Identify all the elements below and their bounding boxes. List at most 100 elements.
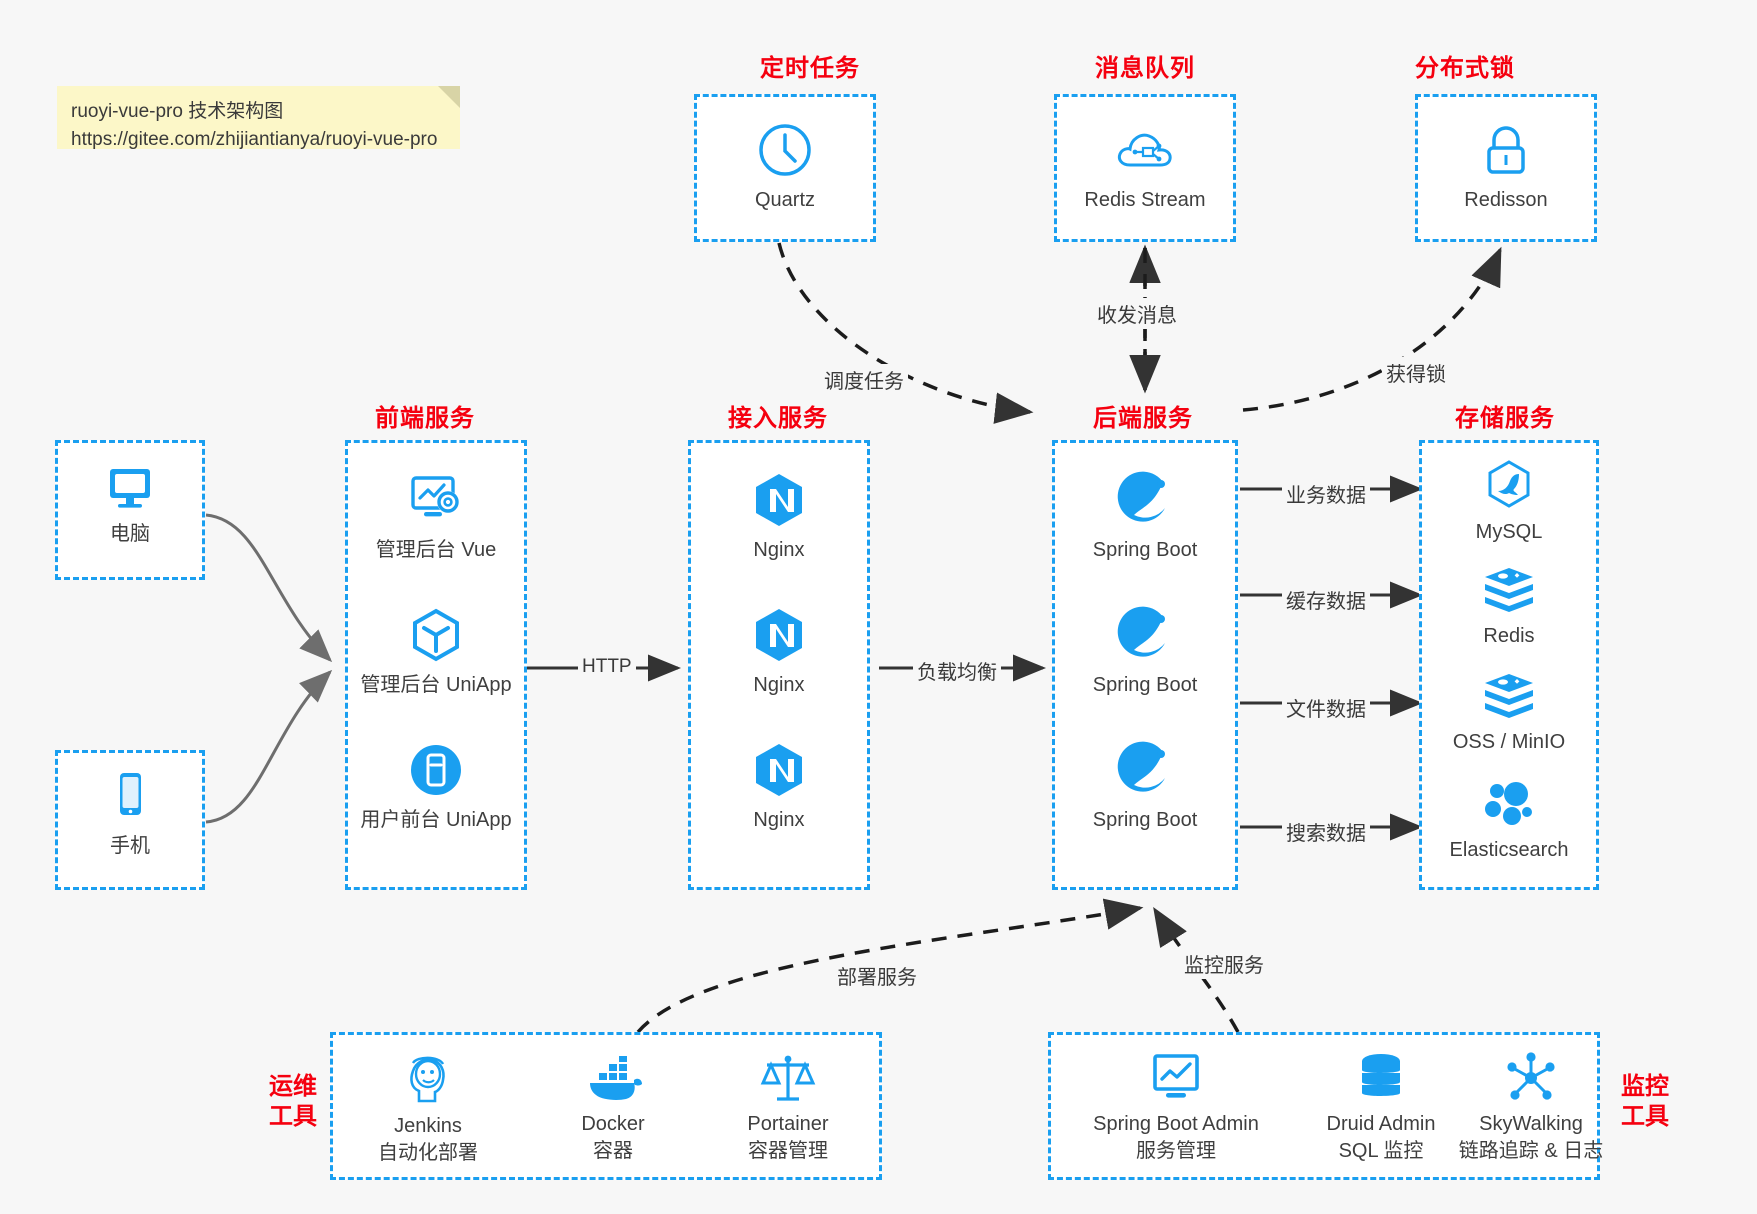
group-title-scheduled-task: 定时任务	[760, 55, 860, 82]
node-label: Redis Stream	[1084, 189, 1206, 211]
edge-label-monitor-service: 监控服务	[1180, 948, 1268, 979]
spring-boot-icon	[1117, 606, 1165, 657]
skywalking-icon	[1507, 1052, 1555, 1100]
group-box-storage: MySQL Redis OSS / MinIO	[1419, 440, 1599, 890]
node-label: Druid Admin	[1326, 1113, 1436, 1135]
group-box-monitoring: Spring Boot Admin 服务管理 Druid Admin SQL 监…	[1048, 1032, 1603, 1180]
node-redis-stream[interactable]: Redis Stream	[1057, 121, 1233, 213]
note-fold-corner	[438, 86, 460, 108]
devops-title-line1: 运维	[269, 1073, 317, 1100]
node-label: Spring Boot	[1092, 539, 1198, 561]
node-desktop[interactable]: 电脑	[58, 461, 202, 547]
edge-label-file-data: 文件数据	[1282, 692, 1370, 723]
node-spring-boot-2[interactable]: Spring Boot	[1055, 606, 1235, 698]
node-label: 管理后台 Vue	[375, 539, 497, 561]
node-sublabel: 自动化部署	[378, 1142, 478, 1164]
note-url: https://gitee.com/zhijiantianya/ruoyi-vu…	[71, 128, 438, 150]
edge-label-acquire-lock: 获得锁	[1382, 357, 1450, 388]
group-title-message-queue: 消息队列	[1095, 55, 1195, 82]
desktop-icon	[110, 469, 150, 508]
portainer-icon	[760, 1055, 816, 1101]
node-label: Redis	[1483, 625, 1535, 647]
redis-icon	[1485, 568, 1533, 612]
nginx-icon	[756, 609, 802, 661]
dashboard-gear-icon	[411, 476, 459, 517]
group-title-distributed-lock: 分布式锁	[1415, 55, 1515, 82]
node-redisson[interactable]: Redisson	[1418, 121, 1594, 213]
node-label: Spring Boot	[1092, 674, 1198, 696]
node-label: OSS / MinIO	[1452, 731, 1566, 753]
node-nginx-1[interactable]: Nginx	[691, 471, 867, 563]
group-title-backend: 后端服务	[1093, 405, 1193, 432]
edge-label-load-balance: 负载均衡	[913, 655, 1001, 686]
edge-label-business-data: 业务数据	[1282, 478, 1370, 509]
jenkins-icon	[410, 1056, 445, 1103]
node-label: SkyWalking	[1479, 1113, 1583, 1135]
node-sublabel: 服务管理	[1136, 1140, 1216, 1162]
node-label: 用户前台 UniApp	[360, 809, 512, 831]
edge-label-schedule-task: 调度任务	[820, 364, 908, 395]
devops-title-line2: 工具	[269, 1103, 317, 1130]
node-skywalking[interactable]: SkyWalking 链路追踪 & 日志	[1446, 1051, 1616, 1165]
node-user-uniapp[interactable]: 用户前台 UniApp	[348, 741, 524, 833]
node-label: Spring Boot Admin	[1093, 1113, 1259, 1135]
node-sublabel: SQL 监控	[1338, 1140, 1424, 1162]
node-spring-boot-3[interactable]: Spring Boot	[1055, 741, 1235, 833]
spring-boot-icon	[1117, 741, 1165, 792]
node-label: Quartz	[754, 189, 816, 211]
database-icon	[1362, 1054, 1400, 1096]
node-admin-uniapp[interactable]: 管理后台 UniApp	[348, 606, 524, 698]
node-label: 电脑	[110, 523, 150, 545]
clock-icon	[759, 124, 811, 176]
node-elasticsearch[interactable]: Elasticsearch	[1422, 779, 1596, 863]
node-sublabel: 容器	[593, 1140, 633, 1162]
client-box-desktop: 电脑	[55, 440, 205, 580]
group-title-storage: 存储服务	[1455, 405, 1555, 432]
node-nginx-3[interactable]: Nginx	[691, 741, 867, 833]
node-druid-admin[interactable]: Druid Admin SQL 监控	[1301, 1051, 1461, 1165]
group-title-monitoring: 监控 工具	[1610, 1072, 1680, 1132]
cube-icon	[413, 608, 459, 662]
group-box-message-queue: Redis Stream	[1054, 94, 1236, 242]
group-box-distributed-lock: Redisson	[1415, 94, 1597, 242]
node-jenkins[interactable]: Jenkins 自动化部署	[343, 1051, 513, 1167]
group-box-gateway: Nginx Nginx Nginx	[688, 440, 870, 890]
node-spring-boot-1[interactable]: Spring Boot	[1055, 471, 1235, 563]
node-label: Nginx	[753, 809, 805, 831]
node-label: Spring Boot	[1092, 809, 1198, 831]
docker-icon	[590, 1056, 642, 1100]
node-quartz[interactable]: Quartz	[697, 121, 873, 213]
node-nginx-2[interactable]: Nginx	[691, 606, 867, 698]
node-docker[interactable]: Docker 容器	[528, 1055, 698, 1165]
node-admin-vue[interactable]: 管理后台 Vue	[348, 471, 524, 563]
group-title-gateway: 接入服务	[728, 405, 828, 432]
node-label: MySQL	[1475, 521, 1543, 543]
node-redis[interactable]: Redis	[1422, 565, 1596, 649]
node-oss-minio[interactable]: OSS / MinIO	[1422, 671, 1596, 755]
group-title-frontend: 前端服务	[375, 405, 475, 432]
node-spring-boot-admin[interactable]: Spring Boot Admin 服务管理	[1071, 1051, 1281, 1165]
spring-boot-icon	[1117, 471, 1165, 522]
mobile-icon	[120, 773, 141, 815]
node-label: Elasticsearch	[1449, 839, 1569, 861]
mobile-app-icon	[411, 745, 461, 795]
node-label: Nginx	[753, 539, 805, 561]
group-box-frontend: 管理后台 Vue 管理后台 UniApp 用户前台 UniApp	[345, 440, 527, 890]
lock-icon	[1487, 126, 1525, 174]
node-label: Docker	[581, 1113, 645, 1135]
monitoring-title-line2: 工具	[1621, 1103, 1669, 1130]
node-mysql[interactable]: MySQL	[1422, 459, 1596, 545]
cloud-network-icon	[1117, 133, 1172, 167]
node-label: Nginx	[753, 674, 805, 696]
group-box-devops: Jenkins 自动化部署 Docker 容器	[330, 1032, 882, 1180]
node-label: Portainer	[747, 1113, 829, 1135]
nginx-icon	[756, 744, 802, 796]
node-mobile[interactable]: 手机	[58, 769, 202, 859]
edge-label-message-exchange: 收发消息	[1093, 298, 1181, 329]
node-sublabel: 链路追踪 & 日志	[1458, 1140, 1604, 1162]
group-box-backend: Spring Boot Spring Boot Spring Boot	[1052, 440, 1238, 890]
monitoring-title-line1: 监控	[1621, 1073, 1669, 1100]
node-portainer[interactable]: Portainer 容器管理	[703, 1051, 873, 1165]
diagram-note: ruoyi-vue-pro 技术架构图 https://gitee.com/zh…	[57, 86, 460, 150]
